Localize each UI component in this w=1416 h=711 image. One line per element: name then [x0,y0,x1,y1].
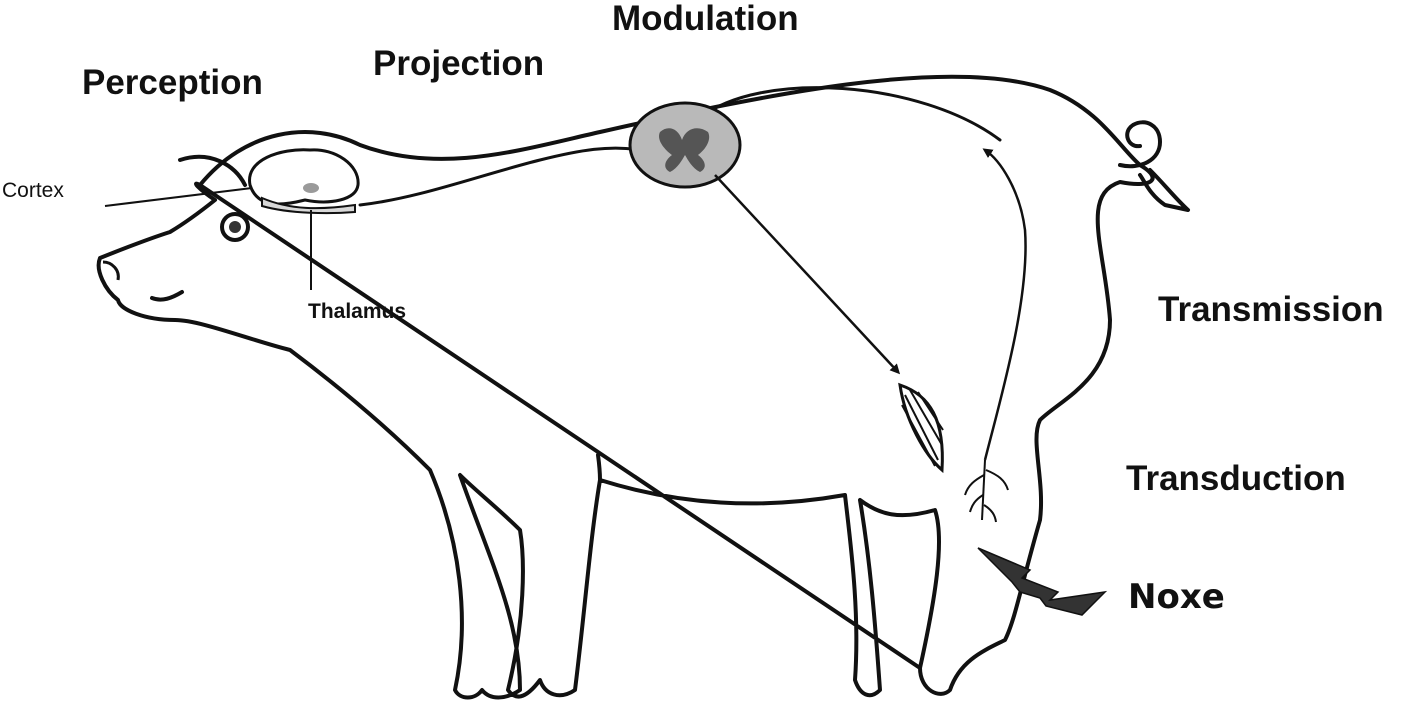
descending-motor-arrow [714,174,901,375]
pig-ear [178,154,247,187]
lightning-bolt-icon [977,547,1108,616]
projection-label: Projection [373,44,545,83]
cortex-label: Cortex [2,179,64,202]
brain-icon [248,148,360,215]
thalamus-marker [303,183,319,193]
pig-mouth [150,290,184,302]
ascending-projection-nerve [358,146,642,207]
cortex-leader-line [104,187,253,207]
pig-eye [220,212,250,242]
pig-snout [102,260,120,281]
sensory-nerve-endings [964,459,1009,523]
pig-tail [1118,120,1190,212]
modulation-label: Modulation [612,0,799,38]
pig-outline-icon [96,74,1155,700]
spinal-cord-cross-section-icon [628,101,742,189]
pig-belly-line [596,453,602,482]
noxe-label: Noxe [1128,577,1225,617]
transmission-label: Transmission [1158,290,1384,329]
transduction-label: Transduction [1126,459,1346,498]
transmission-arrow [982,148,1027,461]
perception-label: Perception [82,63,263,102]
thalamus-label: Thalamus [308,300,407,323]
muscle-icon [898,382,944,474]
dorsal-nerve-line [698,86,1002,142]
